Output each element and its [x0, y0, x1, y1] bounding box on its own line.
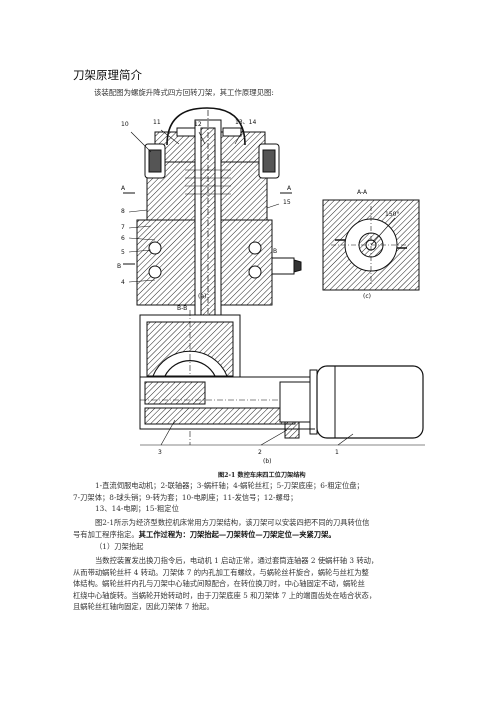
caption-a: (a)	[198, 293, 206, 300]
angle-label: 150°	[385, 211, 399, 218]
legend-line-1: 1-直流伺服电动机；2-联轴器；3-蜗杆轴；4-蜗轮丝杠；5-刀架底座；6-粗定…	[95, 481, 364, 490]
caption-c: (c)	[363, 293, 371, 300]
para1-line-2a: 号有加工程序指定。	[73, 529, 139, 539]
section-step-1: （1）刀架抬起	[73, 541, 418, 553]
label-a-right: A	[287, 185, 292, 192]
label-3: 3	[158, 449, 162, 456]
label-10: 10	[121, 121, 129, 128]
label-6: 6	[121, 235, 125, 242]
section-bb-label: B-B	[177, 305, 187, 312]
label-12: 12	[194, 121, 202, 128]
label-7: 7	[121, 224, 125, 231]
label-5: 5	[121, 249, 125, 256]
caption-b: (b)	[263, 458, 272, 465]
view-c-drawing	[322, 199, 420, 291]
section-aa-label: A-A	[357, 189, 368, 196]
label-8: 8	[121, 208, 125, 215]
label-1: 1	[335, 449, 339, 456]
step-1-heading: （1）刀架抬起	[95, 542, 144, 551]
label-15: 15	[283, 199, 291, 206]
para2-line-4: 杠绕中心轴旋转。当蜗轮开始转动时，由于刀架底座 5 和刀架体 7 上的端面齿处在…	[73, 590, 377, 600]
workflow-summary: 其工作过程为：刀架抬起—刀架转位—刀架定位—夹紧刀架。	[138, 529, 336, 539]
paragraph-1: 图2-1所示为经济型数控机床常用方刀架结构，该刀架可以安装四把不同的刀具转位信 …	[73, 517, 418, 540]
para2-line-2: 从而带动蜗轮丝杆 4 转动。刀架体 7 的内孔加工有螺纹，与蜗轮丝杆旋合，蜗轮与…	[73, 567, 369, 577]
assembly-drawing: 10 11 12 13、14 A 8 7 6 5 B 4 15 A B (a) …	[117, 107, 425, 465]
view-a-drawing	[123, 107, 302, 322]
para2-line-5: 且蜗轮丝杠轴向固定，因此刀架体 7 抬起。	[73, 602, 214, 612]
legend-line-2: 7-刀架体；8-球头销；9-转为套；10-电刷座；11-发信号；12-螺母；	[73, 492, 298, 502]
para1-line-2: 号有加工程序指定。其工作过程为：刀架抬起—刀架转位—刀架定位—夹紧刀架。	[73, 529, 418, 541]
label-b-right: B	[273, 248, 277, 255]
figure-caption: 图2-1 数控车床四工位刀架结构	[218, 472, 306, 479]
view-b-drawing	[139, 310, 425, 446]
page-title: 刀架原理简介	[73, 68, 142, 82]
legend-line-3: 13、14-电刷；15-粗定位	[95, 504, 179, 514]
label-4: 4	[121, 279, 125, 286]
tool-post-figure: 10 11 12 13、14 A 8 7 6 5 B 4 15 A B (a) …	[95, 100, 431, 465]
intro-text: 该装配图为螺旋升降式四方回转刀架，其工作原理见图:	[94, 88, 274, 97]
label-11: 11	[153, 119, 161, 126]
legend-block: 1-直流伺服电动机；2-联轴器；3-蜗杆轴；4-蜗轮丝杠；5-刀架底座；6-粗定…	[73, 480, 418, 515]
label-a-left: A	[121, 185, 126, 192]
para2-line-1: 当数控装置发出换刀指令后，电动机 1 启动正常，通过套筒连轴器 2 使蜗杆轴 3…	[95, 556, 379, 565]
label-2: 2	[258, 449, 262, 456]
label-13-14: 13、14	[235, 119, 256, 126]
para1-line-1: 图2-1所示为经济型数控机床常用方刀架结构，该刀架可以安装四把不同的刀具转位信	[95, 518, 370, 527]
para2-line-3: 体结构。蜗轮丝杆内孔与刀架中心轴式间隙配合，在转位换刀时，中心轴固定不动，蜗轮丝	[73, 579, 365, 589]
paragraph-2: 当数控装置发出换刀指令后，电动机 1 启动正常，通过套筒连轴器 2 使蜗杆轴 3…	[73, 555, 418, 613]
label-b-left: B	[117, 263, 121, 270]
